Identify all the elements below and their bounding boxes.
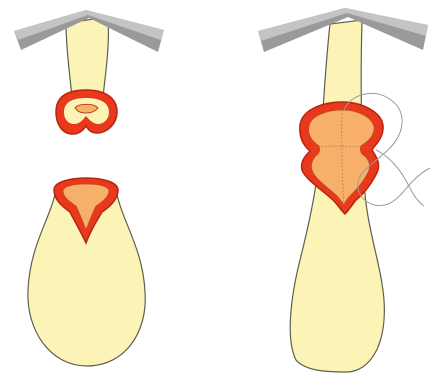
left-panel — [14, 10, 164, 366]
right-panel — [258, 8, 430, 372]
right-anastomosis — [300, 102, 383, 214]
left-upper-cut-end — [56, 90, 117, 134]
left-upper-tube — [66, 17, 108, 98]
